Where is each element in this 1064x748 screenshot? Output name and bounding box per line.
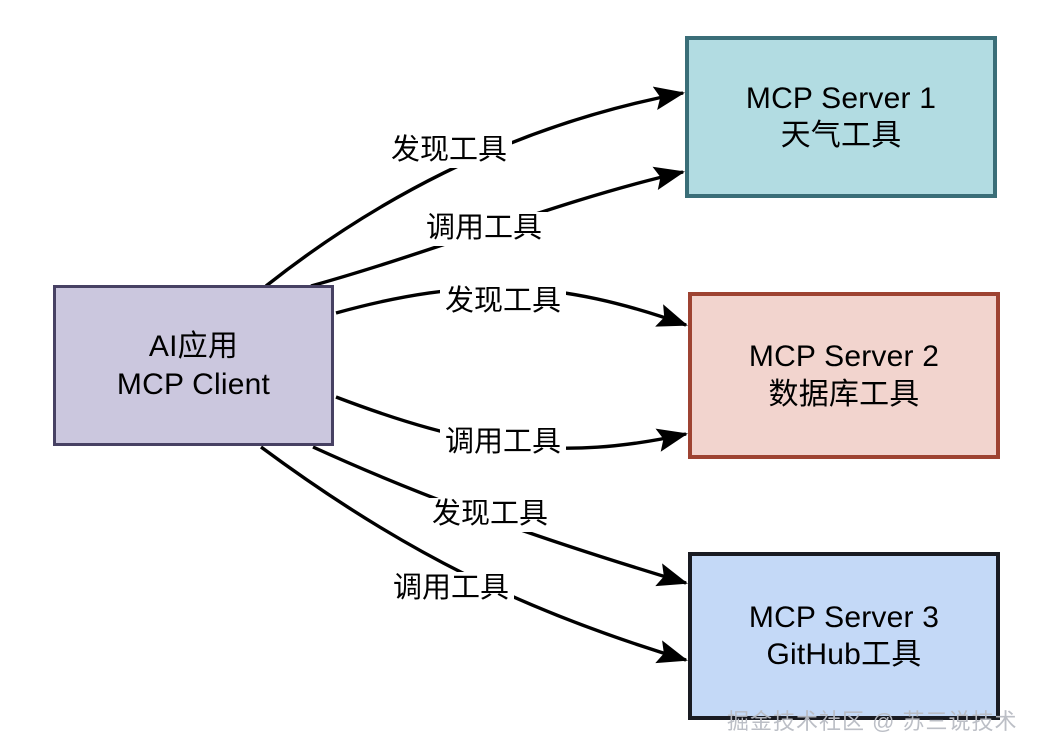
mcp-client-node[interactable]: AI应用 MCP Client [53, 285, 334, 446]
edge-label-client-server2-invoke: 调用工具 [440, 426, 567, 460]
mcp-server-2-node[interactable]: MCP Server 2 数据库工具 [688, 292, 1000, 459]
mcp-server-2-label-line-1: MCP Server 2 [748, 340, 940, 373]
mcp-server-1-label-line-2: 天气工具 [780, 119, 902, 152]
edge-path-client-server3-invoke [259, 445, 688, 664]
mcp-server-1-label-line-1: MCP Server 1 [745, 81, 937, 115]
edge-label-client-server3-discover: 发现工具 [427, 498, 554, 532]
mcp-server-3-label-line-1: MCP Server 3 [748, 600, 940, 634]
mcp-server-2-label-line-2: 数据库工具 [768, 377, 920, 411]
edge-label-client-server1-discover: 发现工具 [386, 134, 513, 168]
mcp-client-label-line-2: MCP Client [116, 367, 271, 401]
mcp-server-3-node[interactable]: MCP Server 3 GitHub工具 [688, 552, 1000, 720]
mcp-server-1-node[interactable]: MCP Server 1 天气工具 [685, 36, 997, 198]
mcp-server-3-label-line-2: GitHub工具 [766, 638, 922, 671]
edge-label-client-server3-invoke: 调用工具 [388, 572, 515, 606]
edge-label-client-server2-discover: 发现工具 [440, 285, 567, 319]
edge-label-client-server1-invoke: 调用工具 [421, 212, 548, 246]
watermark-text: 掘金技术社区 @ 苏三说技术 [727, 709, 1018, 734]
mcp-client-label-line-1: AI应用 [148, 330, 239, 363]
